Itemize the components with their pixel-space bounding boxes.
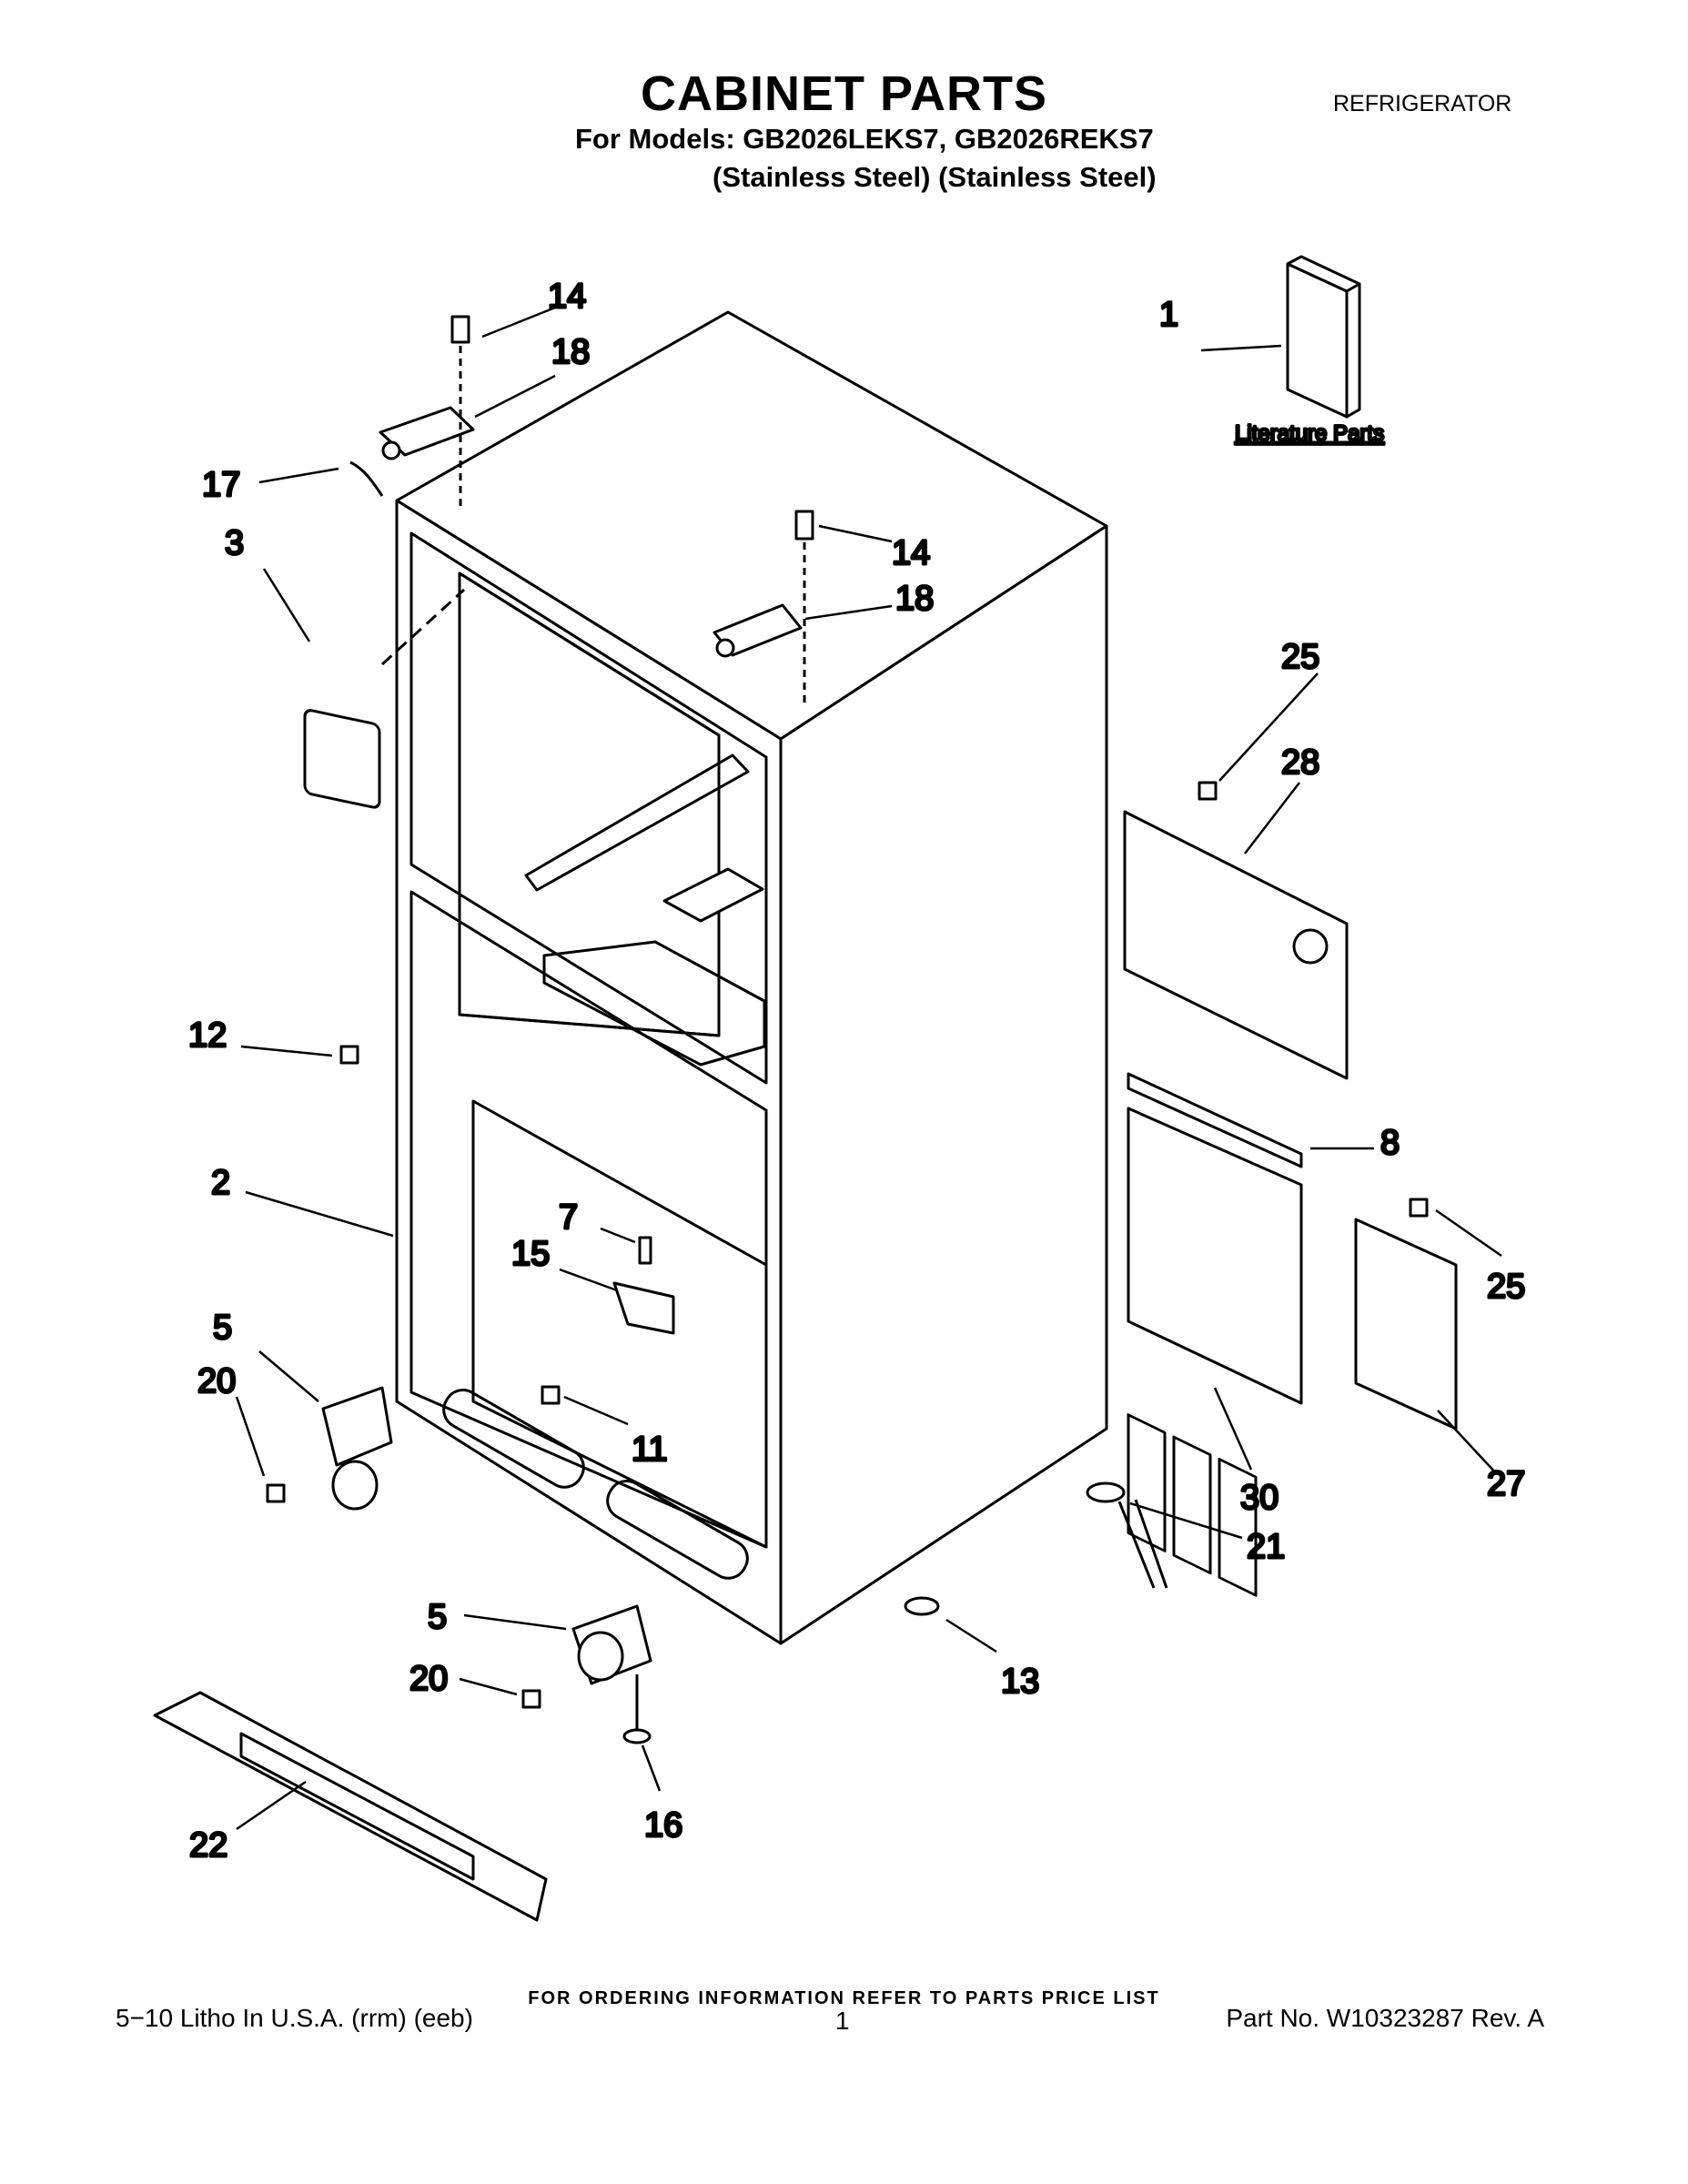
- top-hinge-right: [713, 510, 814, 705]
- literature-parts-label: Literature Parts: [1235, 421, 1384, 446]
- front-roller-left: [321, 1386, 393, 1511]
- literature-booklet: [1286, 255, 1361, 419]
- screw-25a: [1198, 781, 1218, 801]
- callout-5-left: 5: [213, 1309, 232, 1347]
- screw-20b: [521, 1689, 541, 1709]
- part-number: Part No. W10323287 Rev. A: [1226, 2004, 1544, 2032]
- icemaker-cover: [303, 588, 466, 809]
- callout-27: 27: [1487, 1465, 1525, 1503]
- callout-1: 1: [1159, 296, 1178, 334]
- callout-25-top: 25: [1281, 638, 1319, 676]
- leveling-foot: [904, 1596, 940, 1616]
- callout-25-bottom: 25: [1487, 1268, 1525, 1306]
- page-number: 1: [835, 2007, 850, 2035]
- refrigerator-cabinet: [395, 310, 1108, 1645]
- callout-14-right: 14: [892, 534, 930, 572]
- callout-20-left: 20: [197, 1362, 236, 1400]
- leveling-leg: [622, 1674, 652, 1744]
- screws: [266, 781, 1429, 1709]
- drain-tube: [1086, 1481, 1168, 1589]
- callout-28: 28: [1281, 743, 1319, 782]
- appliance-type: REFRIGERATOR: [1333, 91, 1512, 116]
- model-finish: (Stainless Steel) (Stainless Steel): [713, 161, 1157, 193]
- center-hinge: [612, 1281, 675, 1335]
- leader-lines: [235, 306, 1502, 1831]
- insulation-strip: [1127, 1072, 1303, 1168]
- callout-2: 2: [211, 1164, 230, 1202]
- model-numbers: For Models: GB2026LEKS7, GB2026REKS7: [575, 123, 1154, 155]
- page-title: CABINET PARTS: [640, 66, 1047, 121]
- screw-11: [541, 1385, 561, 1405]
- callout-15: 15: [511, 1235, 550, 1273]
- callout-16: 16: [644, 1806, 682, 1845]
- callout-20-right: 20: [409, 1660, 448, 1698]
- screw-12: [339, 1045, 359, 1065]
- control-bracket: [1354, 1218, 1458, 1431]
- callout-17: 17: [202, 466, 240, 504]
- screw-7: [638, 1236, 652, 1265]
- callout-8: 8: [1380, 1124, 1400, 1162]
- litho-info: 5−10 Litho In U.S.A. (rrm) (eeb): [116, 2004, 473, 2032]
- callout-11: 11: [632, 1431, 667, 1469]
- callout-14-left: 14: [548, 278, 586, 316]
- front-roller-right: [571, 1604, 652, 1685]
- callout-3: 3: [225, 524, 244, 562]
- callout-18-left: 18: [551, 333, 590, 371]
- callout-5-right: 5: [428, 1598, 447, 1636]
- callout-13: 13: [1001, 1663, 1039, 1701]
- top-hinge-left: [379, 315, 475, 510]
- ordering-note: FOR ORDERING INFORMATION REFER TO PARTS …: [528, 1988, 1160, 2008]
- callout-12: 12: [188, 1016, 227, 1055]
- hinge-shim: [349, 460, 384, 497]
- callout-18-right: 18: [895, 580, 934, 618]
- screw-20a: [266, 1483, 286, 1503]
- callout-21: 21: [1247, 1528, 1285, 1566]
- screw-25b: [1409, 1198, 1429, 1218]
- rear-panel: [1127, 1107, 1303, 1405]
- rear-access-grille: [1123, 810, 1349, 1597]
- toe-grille: [153, 1691, 548, 1922]
- callout-22: 22: [189, 1826, 227, 1865]
- callout-30: 30: [1240, 1479, 1279, 1517]
- callout-7: 7: [559, 1198, 578, 1237]
